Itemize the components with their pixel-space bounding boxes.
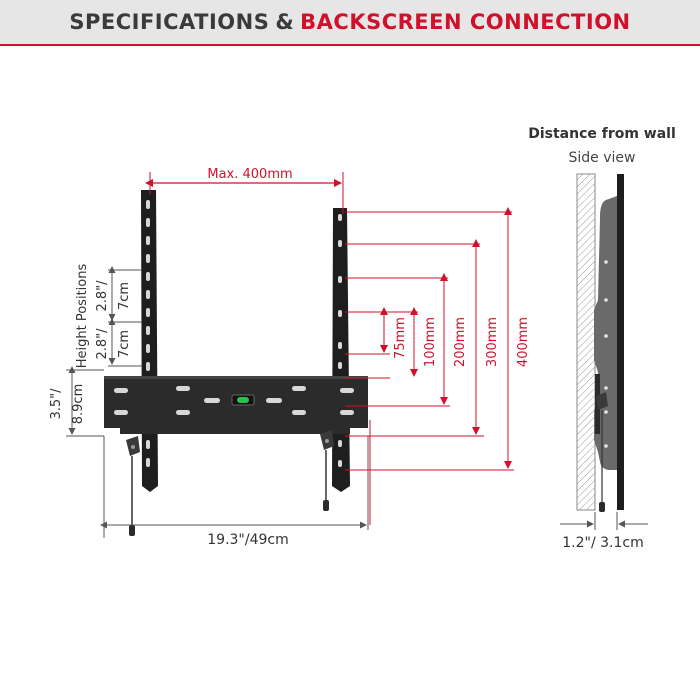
tv-panel [617,174,624,510]
height-positions-label: Height Positions [75,264,90,369]
left-safety-lock [126,436,140,536]
step-lower-in: 2.8"/ [95,328,110,360]
vesa-200mm-label: 200mm [453,317,468,367]
depth-cm-label: 8.9cm [71,384,86,425]
step-upper-cm: 7cm [117,282,132,310]
depth-in-label: 3.5"/ [49,388,64,420]
depth-dimension [66,366,104,437]
right-arm [332,208,350,492]
vesa-dimensions [345,207,514,525]
header-bar: SPECIFICATIONS&BACKSCREEN CONNECTION [0,0,700,46]
vesa-100mm-label: 100mm [423,317,438,367]
wall [576,173,596,511]
vesa-300mm-label: 300mm [485,317,500,367]
title-part-1: SPECIFICATIONS [69,10,270,34]
title-part-2: BACKSCREEN CONNECTION [300,10,631,34]
step-lower-cm: 7cm [117,330,132,358]
overall-width-dimension [100,436,369,538]
max-width-dimension: Max. 400mm [145,167,344,214]
side-view: Distance from wall Side view 1.2"/ 3.1cm [528,126,676,551]
vesa-75mm-label: 75mm [393,317,408,359]
side-view-title: Distance from wall [528,126,676,142]
page-title: SPECIFICATIONS&BACKSCREEN CONNECTION [69,10,630,34]
title-ampersand: & [275,10,295,34]
step-upper-in: 2.8"/ [95,280,110,312]
spec-diagram: Max. 400mm 75mm 100mm 200mm 300mm 400mm [49,126,676,551]
vesa-400mm-label: 400mm [516,317,531,367]
side-view-subtitle: Side view [569,150,636,166]
side-distance-label: 1.2"/ 3.1cm [562,535,643,551]
height-positions-dimension [108,266,142,367]
wall-bracket [104,190,368,536]
right-safety-lock [320,430,334,511]
max-width-label: Max. 400mm [207,167,292,182]
overall-width-label: 19.3"/49cm [207,532,288,548]
